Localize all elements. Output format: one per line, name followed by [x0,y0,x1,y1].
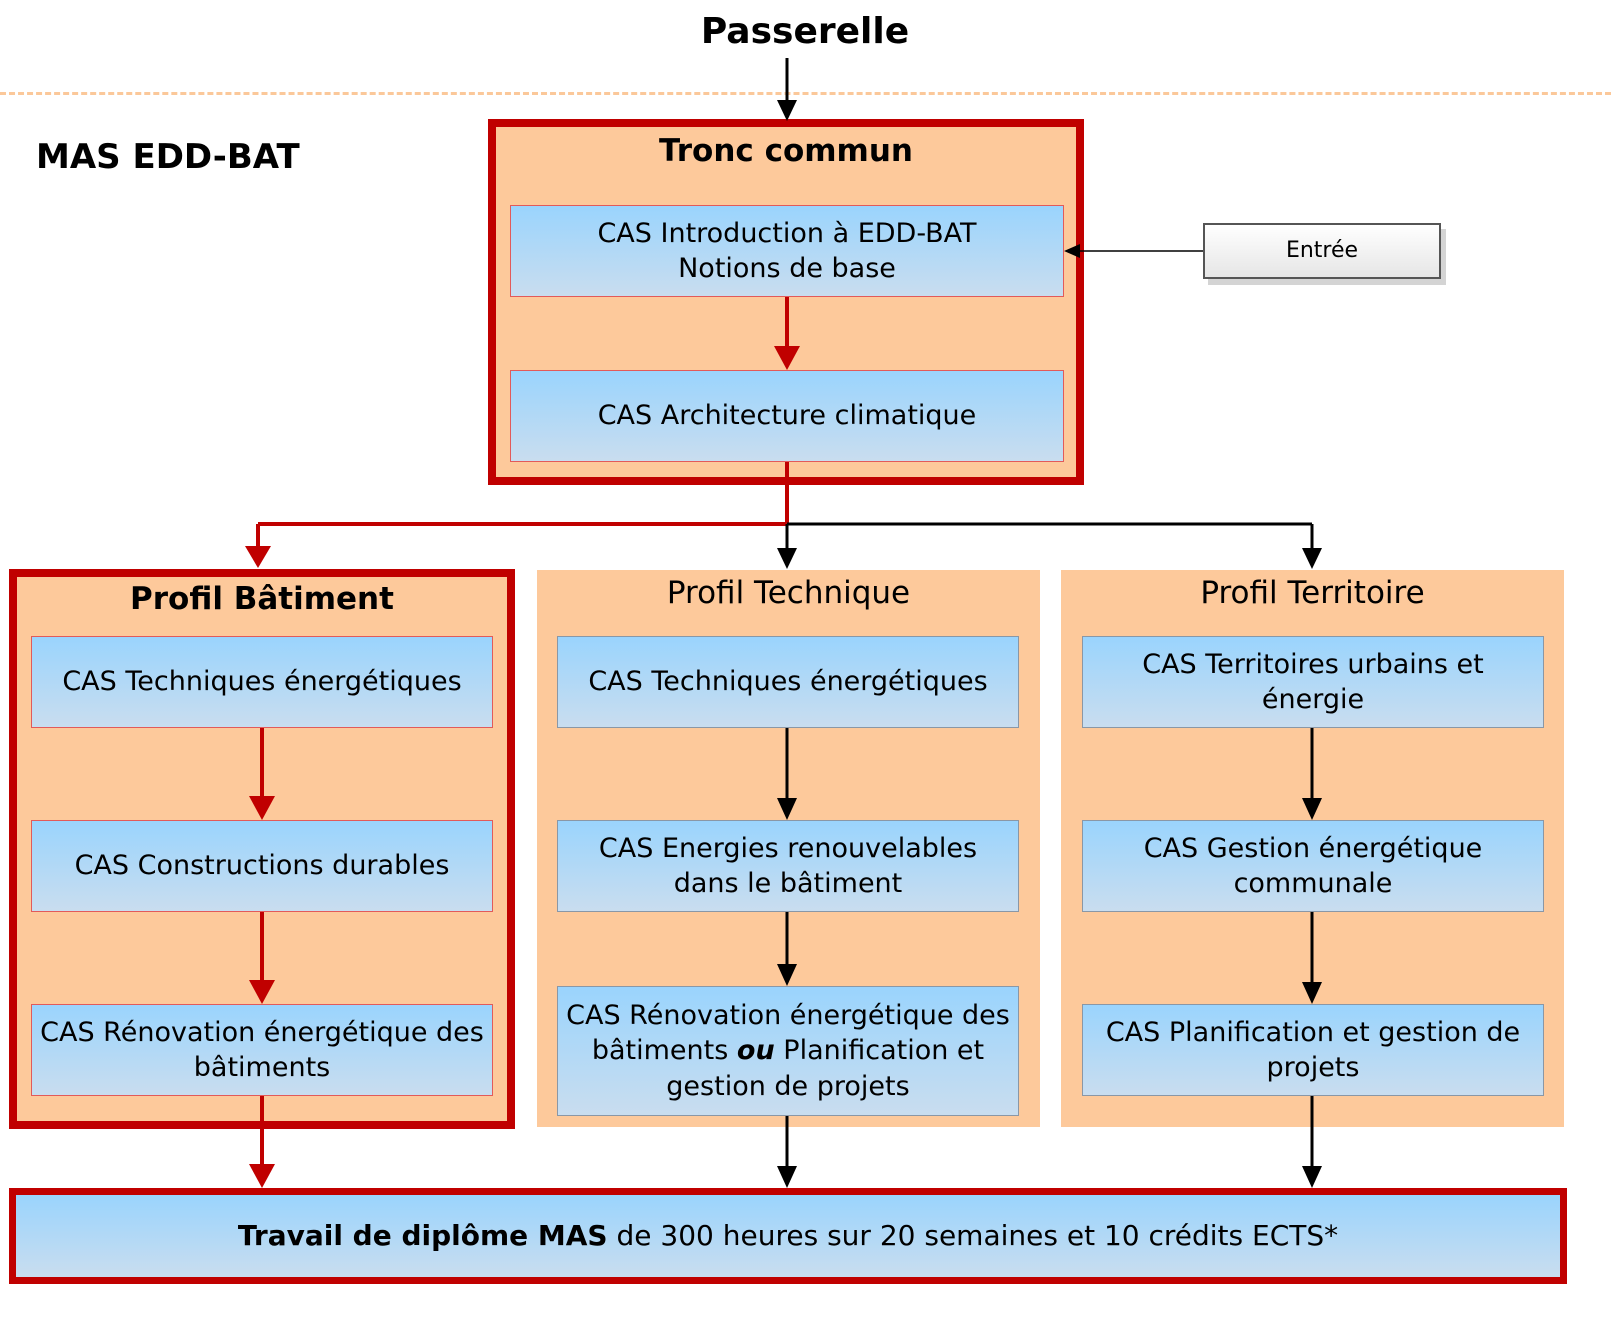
profil-territoire-title: Profil Territoire [1200,575,1425,611]
batiment-cas-techniques-energetiques[interactable]: CAS Techniques énergétiques [31,636,493,728]
cas-introduction-edd-bat[interactable]: CAS Introduction à EDD-BAT Notions de ba… [510,205,1064,297]
passerelle-title: Passerelle [700,10,910,52]
program-title: MAS EDD-BAT [36,137,300,177]
batiment-cas-constructions-durables[interactable]: CAS Constructions durables [31,820,493,912]
profil-batiment-title: Profil Bâtiment [130,581,394,617]
entry-box: Entrée [1203,223,1441,279]
territoire-cas-territoires-urbains[interactable]: CAS Territoires urbains et énergie [1082,636,1544,728]
renovation-option-text: CAS Rénovation énergétique des bâtiments [566,1000,1010,1067]
cas-introduction-line-2: Notions de base [678,253,896,284]
travail-de-diplome[interactable]: Travail de diplôme MAS de 300 heures sur… [9,1188,1567,1284]
cas-architecture-climatique[interactable]: CAS Architecture climatique [510,370,1064,462]
or-conjunction: ou [736,1035,775,1067]
batiment-cas-renovation-energetique[interactable]: CAS Rénovation énergétique des bâtiments [31,1004,493,1096]
tronc-commun-title: Tronc commun [659,133,913,169]
technique-cas-energies-renouvelables[interactable]: CAS Energies renouvelables dans le bâtim… [557,820,1019,912]
arrow-passerelle-to-tronc [777,58,797,121]
technique-cas-renovation-ou-planification[interactable]: CAS Rénovation énergétique des bâtiments… [557,986,1019,1116]
arrow-entree-to-introduction [1064,244,1203,258]
separator-dashed-line [0,92,1611,95]
cas-introduction-line-1: CAS Introduction à EDD-BAT [597,217,977,249]
diploma-rest: de 300 heures sur 20 semaines et 10 créd… [616,1218,1339,1252]
travail-de-diplome-text: Travail de diplôme MAS de 300 heures sur… [238,1218,1338,1254]
territoire-cas-planification-gestion[interactable]: CAS Planification et gestion de projets [1082,1004,1544,1096]
planification-option-text: Planification et gestion de projets [666,1035,985,1102]
technique-cas-techniques-energetiques[interactable]: CAS Techniques énergétiques [557,636,1019,728]
technique-cas-renovation-ou-planification-text: CAS Rénovation énergétique des bâtiments… [566,998,1010,1103]
profil-technique-title: Profil Technique [666,575,911,611]
territoire-cas-gestion-energetique[interactable]: CAS Gestion énergétique communale [1082,820,1544,912]
diploma-bold-part: Travail de diplôme MAS [237,1218,608,1252]
